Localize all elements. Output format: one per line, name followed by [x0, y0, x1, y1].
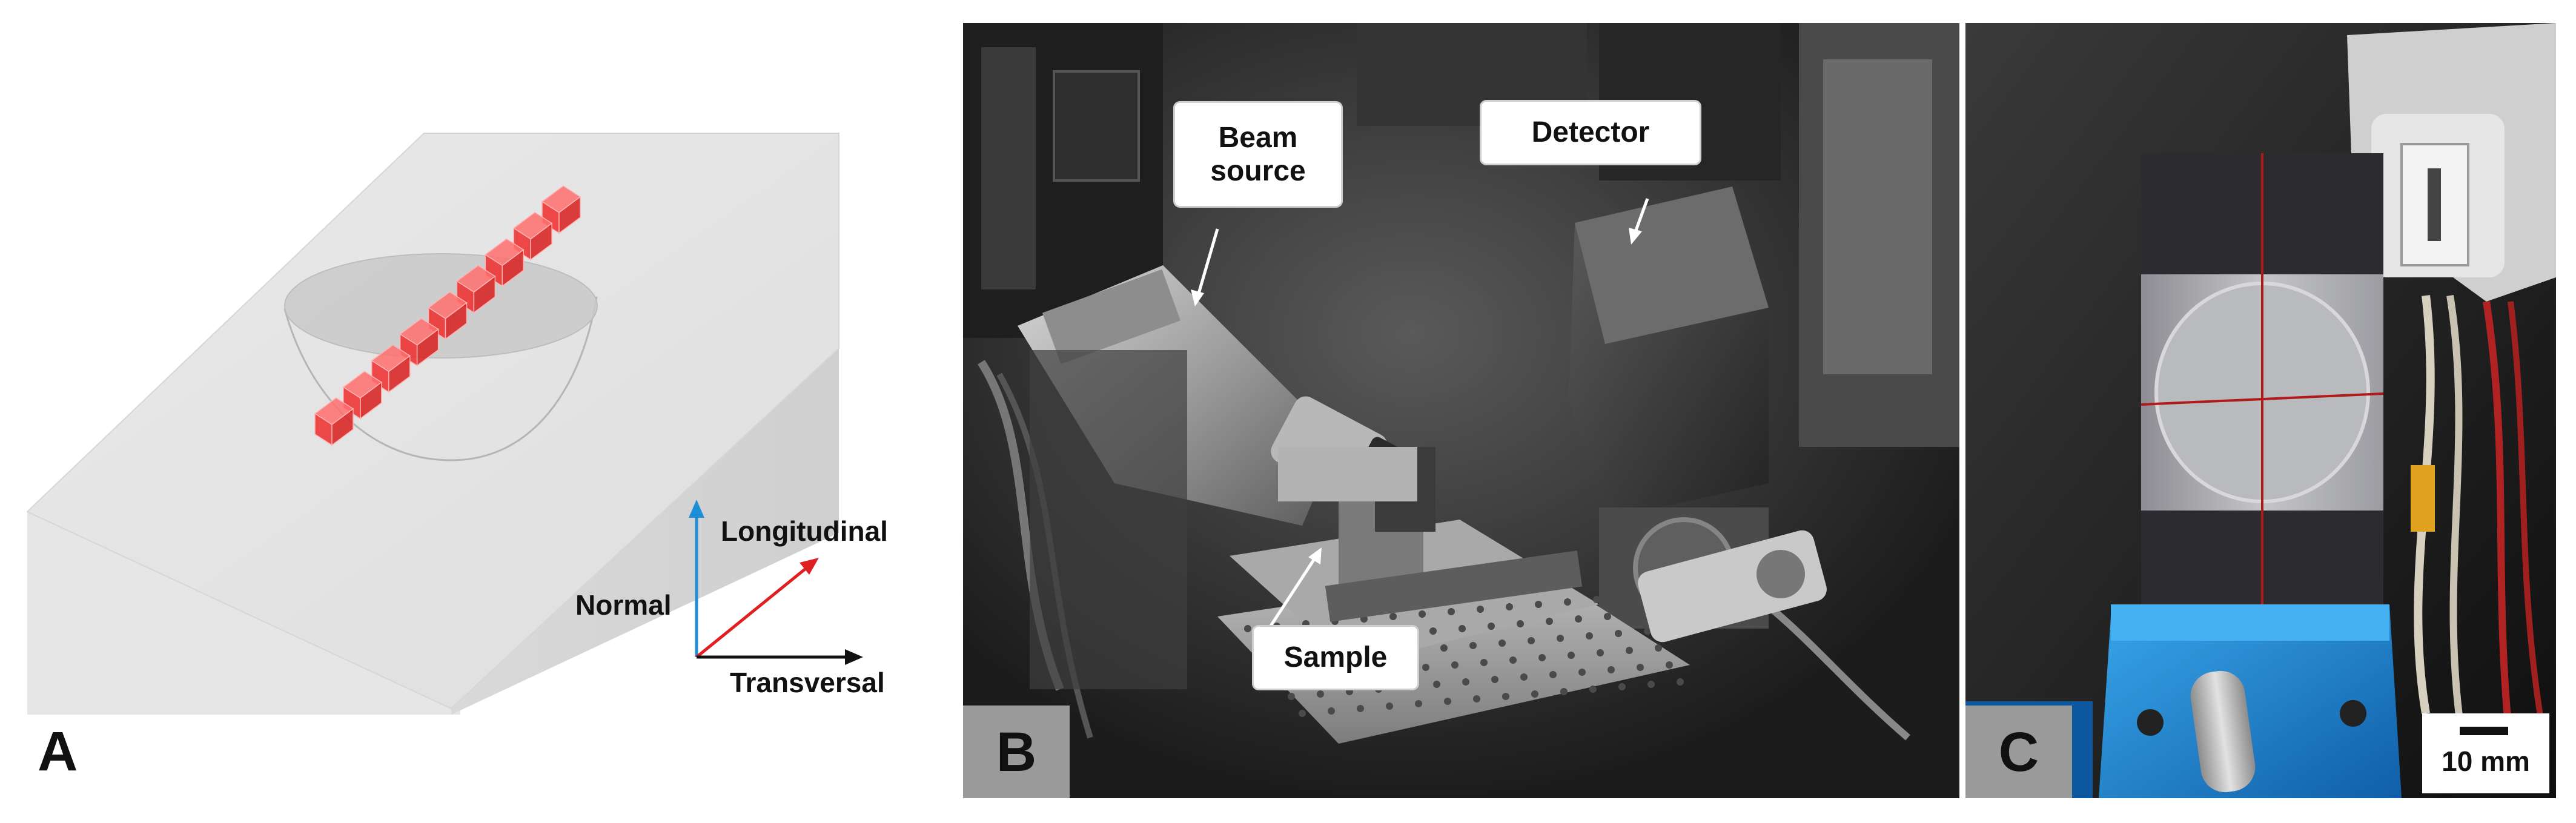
longitudinal-label: Longitudinal — [721, 515, 888, 547]
panel-letter-c: C — [1965, 706, 2072, 798]
panel-divider — [1959, 23, 1965, 798]
sample-holder-photo — [1965, 23, 2556, 798]
block-top-face — [27, 133, 839, 709]
sample-label: Sample — [1254, 627, 1417, 689]
scale-bar-box: 10 mm — [2422, 713, 2549, 793]
measurement-cube — [484, 238, 525, 287]
scale-bar-label: 10 mm — [2442, 745, 2530, 777]
diffractometer-photo — [963, 23, 1959, 798]
block-side-face — [451, 348, 839, 715]
weld-block-diagram — [26, 133, 863, 715]
panel-letter-a: A — [38, 721, 78, 782]
longitudinal-axis-arrow — [800, 558, 819, 575]
measurement-cube — [456, 265, 496, 314]
weld-zone-bowl — [283, 296, 598, 461]
measurement-cube — [541, 185, 581, 234]
measurement-cube — [512, 211, 553, 261]
panel-letter-b: B — [963, 706, 1070, 798]
measurement-cube — [428, 291, 468, 340]
panel-a: Longitudinal Normal Transversal A — [0, 0, 957, 823]
transversal-axis-arrow — [845, 649, 863, 665]
panel-c-photo: C 10 mm — [1965, 23, 2556, 798]
measurement-cubes — [314, 185, 581, 446]
measurement-cube — [399, 317, 439, 367]
detector-label: Detector — [1482, 102, 1700, 164]
beam-source-label: Beam source — [1175, 103, 1341, 206]
measurement-cube — [371, 344, 411, 393]
normal-axis-arrow — [689, 500, 704, 518]
panel-b-photo: Beam source Detector Sample B — [963, 23, 1959, 798]
panel-letter-c-text: C — [1998, 721, 2039, 783]
panel-letter-b-text: B — [996, 721, 1037, 783]
scale-bar-line — [2460, 727, 2508, 735]
longitudinal-axis-line — [695, 565, 810, 658]
measurement-cube — [342, 371, 383, 420]
measurement-cube — [314, 397, 354, 446]
transversal-label: Transversal — [730, 667, 885, 698]
normal-label: Normal — [575, 589, 672, 621]
